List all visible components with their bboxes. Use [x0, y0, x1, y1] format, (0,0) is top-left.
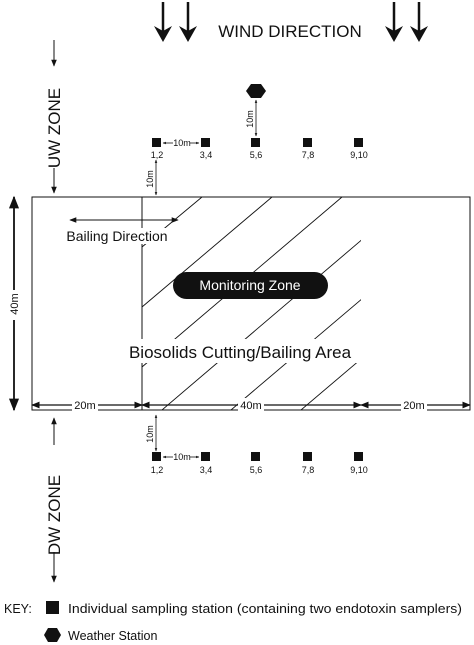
uw-offset-dimension: 10m	[145, 159, 158, 196]
wind-arrow-icon	[154, 2, 172, 42]
width-label-middle: 40m	[240, 400, 261, 412]
width-dimensions: 20m 40m 20m	[31, 398, 471, 412]
monitoring-zone-label: Monitoring Zone	[199, 277, 300, 293]
width-label-left: 20m	[74, 400, 95, 412]
dw-offset-label: 10m	[145, 425, 155, 443]
uw-station-label: 1,2	[151, 150, 164, 160]
uw-station-label: 7,8	[302, 150, 315, 160]
monitoring-zone-pill	[173, 272, 328, 299]
uw-offset-label: 10m	[145, 170, 155, 188]
uw-zone-indicator: UW ZONE	[45, 40, 64, 194]
uw-stations: 1,2 3,4 5,6 7,8 9,10	[151, 138, 368, 160]
weather-key-description: Weather Station	[68, 629, 157, 643]
wind-arrows-right	[385, 2, 428, 42]
key-legend: KEY: Individual sampling station (contai…	[4, 601, 462, 643]
sampling-station-icon	[303, 138, 312, 147]
sampling-station-icon	[46, 601, 59, 614]
dw-spacing-dimension: 10m	[162, 452, 200, 462]
sampling-station-icon	[201, 138, 210, 147]
dw-station-label: 7,8	[302, 465, 315, 475]
dw-spacing-label: 10m	[173, 452, 191, 462]
uw-station-label: 5,6	[250, 150, 263, 160]
hatched-area	[142, 197, 361, 410]
wind-arrow-icon	[179, 2, 197, 42]
wind-arrows-left	[154, 2, 197, 42]
sampling-station-icon	[354, 138, 363, 147]
height-label: 40m	[9, 293, 21, 314]
wind-arrow-icon	[385, 2, 403, 42]
sampling-station-icon	[201, 452, 210, 461]
dw-stations: 1,2 3,4 5,6 7,8 9,10	[151, 452, 368, 475]
sampling-station-icon	[354, 452, 363, 461]
dw-offset-dimension: 10m	[145, 414, 158, 452]
weather-station-icon	[44, 628, 61, 642]
sampling-station-icon	[251, 452, 260, 461]
weather-offset-dimension: 10m	[245, 99, 258, 137]
dw-station-label: 3,4	[200, 465, 213, 475]
bailing-direction-label: Bailing Direction	[66, 228, 167, 244]
key-title: KEY:	[4, 602, 32, 616]
bailing-direction-indicator: Bailing Direction	[63, 217, 179, 244]
dw-zone-indicator: DW ZONE	[45, 417, 64, 583]
dw-station-label: 1,2	[151, 465, 164, 475]
sampling-station-icon	[303, 452, 312, 461]
sampling-station-icon	[152, 452, 161, 461]
uw-station-label: 3,4	[200, 150, 213, 160]
weather-station-icon	[246, 84, 266, 98]
dw-zone-label: DW ZONE	[45, 475, 64, 555]
wind-direction-label: WIND DIRECTION	[218, 22, 362, 41]
station-key-description: Individual sampling station (containing …	[68, 602, 462, 616]
width-label-right: 20m	[403, 400, 424, 412]
wind-arrow-icon	[410, 2, 428, 42]
dw-station-label: 9,10	[350, 465, 368, 475]
weather-offset-label: 10m	[245, 110, 255, 128]
height-dimension: 40m	[6, 195, 22, 412]
uw-spacing-label: 10m	[173, 138, 191, 148]
uw-zone-label: UW ZONE	[45, 88, 64, 168]
uw-spacing-dimension: 10m	[162, 138, 200, 148]
uw-station-label: 9,10	[350, 150, 368, 160]
sampling-station-icon	[152, 138, 161, 147]
sampling-station-icon	[251, 138, 260, 147]
area-label: Biosolids Cutting/Bailing Area	[129, 343, 352, 362]
dw-station-label: 5,6	[250, 465, 263, 475]
